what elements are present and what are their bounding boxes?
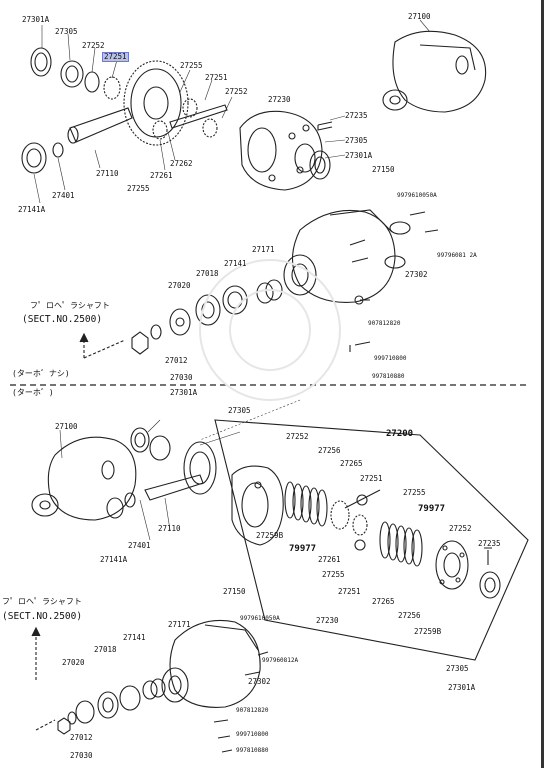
label-27252-upper: 27252 [82, 41, 105, 50]
label-27251-lower-b: 27251 [338, 587, 361, 596]
label-27301A-lower: 27301A [170, 388, 198, 397]
label-27018-upper: 27018 [196, 269, 219, 278]
label-27030-lower: 27030 [70, 751, 93, 760]
label-27261-lower: 27261 [318, 555, 341, 564]
label-79977-left: 79977 [289, 544, 317, 554]
label-27100-lower: 27100 [55, 422, 78, 431]
label-27110-upper: 27110 [96, 169, 119, 178]
label-27171-lower: 27171 [168, 620, 191, 629]
label-27265-lower: 27265 [340, 459, 363, 468]
label-27255-upper: 27255 [180, 61, 203, 70]
label-27259B-lower-b: 27259B [414, 627, 442, 636]
label-27252-upper-b: 27252 [225, 87, 248, 96]
label-9979610050A-lower: 9979610050A [240, 615, 280, 622]
label-27251-upper-b: 27251 [205, 73, 228, 82]
label-27235-upper: 27235 [345, 111, 368, 120]
label-27200: 27200 [386, 429, 414, 439]
label-27302-lower: 27302 [248, 677, 271, 686]
label-27261: 27261 [150, 171, 173, 180]
label-27012-lower: 27012 [70, 733, 93, 742]
label-27305-lower: 27305 [228, 406, 251, 415]
label-27110-lower: 27110 [158, 524, 181, 533]
divider-label-bottom: (ターホ゛) [12, 388, 54, 397]
label-27235-lower: 27235 [478, 539, 501, 548]
upper-sect-number: (SECT.NO.2500) [22, 314, 103, 325]
label-999710800-upper: 999710800 [374, 355, 407, 362]
bearing-upper [60, 60, 84, 88]
label-27020-lower: 27020 [62, 658, 85, 667]
lower-sect-title: フ゜ロヘ゜ラシャフト [2, 597, 82, 606]
label-27141-lower: 27141 [123, 633, 146, 642]
label-9979610050A-upper: 9979610050A [397, 192, 437, 199]
label-999710800-lower: 999710800 [236, 731, 269, 738]
divider-label-top: (ターホ゛ナシ) [12, 369, 70, 378]
label-27150-lower: 27150 [223, 587, 246, 596]
label-997810880-upper: 997810880 [372, 373, 405, 380]
label-27401-upper: 27401 [52, 191, 75, 200]
oil-seal-upper [30, 47, 52, 77]
label-27171-upper: 27171 [252, 245, 275, 254]
label-27305-upper-b: 27305 [345, 136, 368, 145]
label-27030-upper: 27030 [170, 373, 193, 382]
label-997960812A-upper: 99796081 2A [437, 252, 477, 259]
label-79977-right: 79977 [418, 504, 446, 514]
label-27012-upper: 27012 [165, 356, 188, 365]
label-27255-lower: 27255 [403, 488, 426, 497]
label-27265-lower-b: 27265 [372, 597, 395, 606]
label-27230-lower: 27230 [316, 616, 339, 625]
label-27252-lower: 27252 [286, 432, 309, 441]
label-27256-lower-b: 27256 [398, 611, 421, 620]
label-27256-lower: 27256 [318, 446, 341, 455]
label-27251-lower: 27251 [360, 474, 383, 483]
label-997960812A-lower: 997960812A [262, 657, 299, 664]
lower-sect-number: (SECT.NO.2500) [2, 611, 83, 622]
label-27230-upper: 27230 [268, 95, 291, 104]
label-27302-upper: 27302 [405, 270, 428, 279]
label-27301A-upper-b: 27301A [345, 151, 373, 160]
label-27301A-lower-b: 27301A [448, 683, 476, 692]
label-27301A-upper: 27301A [22, 15, 50, 24]
label-27020-upper: 27020 [168, 281, 191, 290]
label-907812820-lower: 907812820 [236, 707, 269, 714]
label-27141A-lower: 27141A [100, 555, 128, 564]
label-27262: 27262 [170, 159, 193, 168]
label-997810880-lower: 997810880 [236, 747, 269, 754]
upper-sect-title: フ゜ロヘ゜ラシャフト [30, 301, 110, 310]
label-27150-upper: 27150 [372, 165, 395, 174]
label-27141A-upper: 27141A [18, 205, 46, 214]
label-907812820-upper: 907812820 [368, 320, 401, 327]
label-27251-highlighted[interactable]: 27251 [102, 52, 129, 62]
label-27259B-lower: 27259B [256, 531, 284, 540]
label-27252-lower-b: 27252 [449, 524, 472, 533]
label-27018-lower: 27018 [94, 645, 117, 654]
label-27305-lower-b: 27305 [446, 664, 469, 673]
label-27401-lower: 27401 [128, 541, 151, 550]
page-edge [541, 0, 544, 768]
label-27255-upper-b: 27255 [127, 184, 150, 193]
label-27305-upper: 27305 [55, 27, 78, 36]
label-27141-upper: 27141 [224, 259, 247, 268]
label-27100-upper: 27100 [408, 12, 431, 21]
label-27255-lower-b: 27255 [322, 570, 345, 579]
